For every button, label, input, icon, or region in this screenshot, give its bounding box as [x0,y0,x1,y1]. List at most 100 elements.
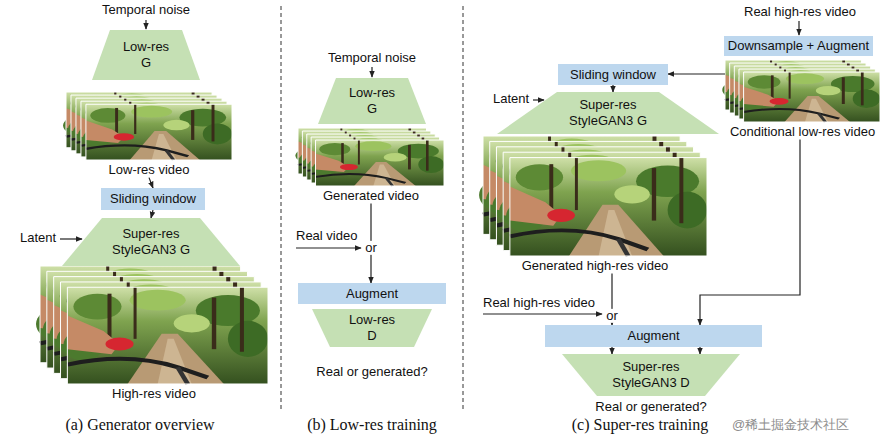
node-label: Generated video [323,188,419,204]
node-label: Sliding window [110,191,196,207]
panel-divider [281,6,282,410]
node-text: High-res video [112,386,196,402]
tree-trunk [358,140,360,165]
tree-trunk [652,168,656,220]
node-label: Downsample + Augment [728,38,869,54]
input-arrow [296,247,361,248]
bike-stem [386,178,392,186]
tree-trunk [842,77,845,104]
edge-label: or [363,241,379,255]
input-arrow [798,21,799,35]
foliage [163,120,189,130]
discriminator-block: Low-res D [312,309,432,347]
forest-ground [86,104,232,160]
bike-stem [819,113,826,122]
input-label: Latent [493,92,529,107]
foliage [319,143,350,155]
input-arrow [483,313,602,314]
input-arrow [533,99,544,100]
node-label: Low-res video [109,162,190,178]
flow-arrow [668,73,725,74]
process-box: Downsample + Augment [724,36,873,56]
handlebar [67,359,207,378]
rider-glove [105,338,133,351]
handlebar [744,109,839,119]
rider-glove [547,209,575,222]
node-text: Low-res D [346,312,398,343]
generator-block: Super-res StyleGAN3 G [497,92,719,134]
video-frames: Generated video [298,128,444,204]
foliage [748,75,781,88]
video-frame [506,158,707,256]
foliage [203,124,232,145]
flow-arrow [700,140,800,325]
node-text: Super-res StyleGAN3 D [601,359,701,390]
handlebar [86,145,188,156]
panel-caption: (b) Low-res training [307,416,437,434]
generator-block: Super-res StyleGAN3 G [62,218,240,266]
tree-trunk [134,287,137,339]
video-frames: Conditional low-res video [725,60,880,140]
node-label: Augment [627,328,679,344]
input-arrow [60,238,82,239]
foliage [174,314,210,332]
forest-ground [510,158,707,256]
video-frame [63,287,268,384]
video-frames: High-res video [40,266,268,402]
rider-glove [340,164,358,170]
foliage [355,141,391,151]
watermark: @稀土掘金技术社区 [732,418,849,433]
forest-ground [744,72,880,122]
flow-arrow [699,347,700,354]
tree-trunk [408,145,411,170]
discriminator-block: Super-res StyleGAN3 D [562,354,740,396]
frame-border [510,158,707,256]
input-label: Real high-res video [744,5,856,20]
flow-arrow [612,85,613,92]
frame-border [67,287,268,384]
foliage [90,108,125,123]
video-frame-stack [295,128,444,186]
node-text: Low-res video [109,162,190,178]
video-frame-stack [479,136,707,256]
tree-trunk [861,72,864,105]
foliage [418,156,444,173]
panel-divider [463,6,464,410]
rider-glove [114,133,134,140]
foliage [816,86,841,95]
tree-trunk [240,287,244,352]
input-arrow [371,67,372,77]
node-text: Augment [346,286,398,302]
node-label: Augment [346,286,398,302]
forest-ground [67,287,268,384]
tree-trunk [789,72,791,99]
node-label: High-res video [112,386,196,402]
input-label: Temporal noise [102,3,190,18]
node-label: Low-res G [346,85,398,116]
node-text: Augment [627,328,679,344]
block-shape [318,78,426,124]
node-text: Sliding window [570,67,656,83]
node-label: Super-res StyleGAN3 D [601,359,701,390]
node-label: Sliding window [570,67,656,83]
tree-trunk [212,104,215,141]
input-label: Real video [296,229,357,244]
foliage [130,290,186,311]
video-frames: Generated high-res video [483,136,707,274]
rider-glove [770,98,789,105]
bike-stem [618,239,628,256]
video-frame-stack [36,266,268,384]
foliage [853,89,880,108]
tree-trunk [212,298,216,350]
flow-arrow [611,347,612,354]
foliage [73,294,121,320]
node-label: Super-res StyleGAN3 G [101,226,201,257]
tree-trunk [679,158,683,224]
process-box: Augment [545,325,762,347]
node-text: Super-res StyleGAN3 G [558,97,658,128]
process-box: Augment [298,283,446,304]
generator-block: Low-res G [92,30,200,80]
input-label: Real high-res video [483,296,595,311]
node-text: Generated high-res video [522,258,669,274]
process-box: Sliding window [101,188,205,210]
